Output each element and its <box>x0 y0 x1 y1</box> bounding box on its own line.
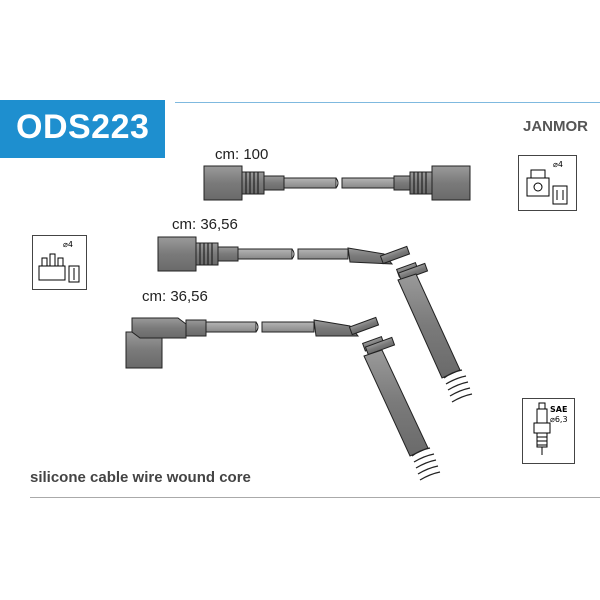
cable-1 <box>203 165 471 201</box>
footer-divider <box>30 497 600 498</box>
distributor-diameter-label: ⌀4 <box>63 240 73 249</box>
spark-plug-icon: SAE ⌀6,3 <box>522 398 575 464</box>
cable-2-length: cm: 36,56 <box>172 216 238 233</box>
header-divider <box>175 102 600 103</box>
part-number-badge: ODS223 <box>0 100 165 158</box>
part-number: ODS223 <box>16 108 150 146</box>
brand-name: JANMOR <box>522 118 588 135</box>
spark-plug-standard-label: SAE <box>550 405 567 414</box>
cable-1-length: cm: 100 <box>215 146 269 163</box>
cable-2 <box>157 236 473 403</box>
spark-plug-diameter-label: ⌀6,3 <box>550 415 568 424</box>
cable-3 <box>125 316 441 481</box>
coil-diameter-label: ⌀4 <box>553 160 563 169</box>
cable-3-length: cm: 36,56 <box>142 288 208 305</box>
ignition-coil-icon: ⌀4 <box>518 155 577 211</box>
distributor-cap-icon: ⌀4 <box>32 235 87 290</box>
product-description: silicone cable wire wound core <box>30 469 251 486</box>
